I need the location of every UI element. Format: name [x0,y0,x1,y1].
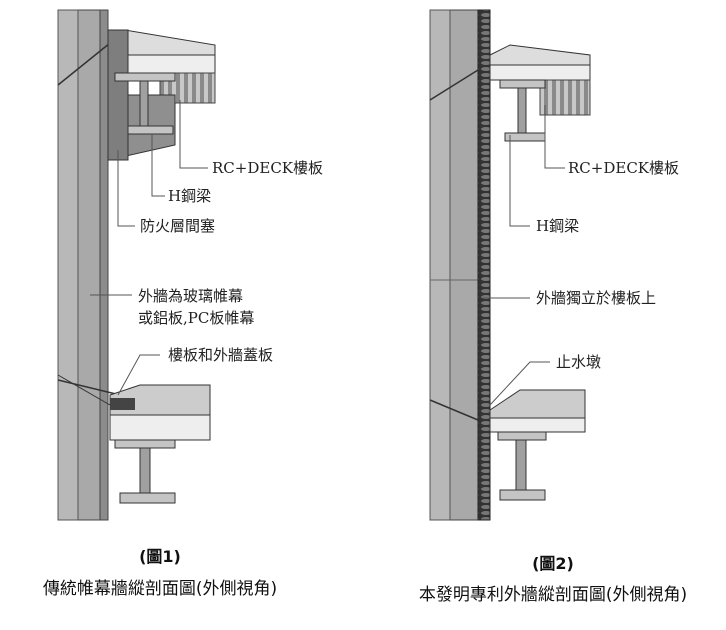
corrugated-layer [477,9,491,521]
bottom-h-beam-2 [497,431,547,501]
label-fire-stop: 防火層間塞 [140,217,215,235]
label-h-beam-2: H鋼梁 [536,217,579,235]
figure-2-number: (圖2) [532,554,574,573]
label-h-beam: H鋼梁 [168,187,211,205]
top-slab-2 [489,44,591,116]
label-water-curb: 止水墩 [556,353,601,371]
figure-2-drawing [429,9,591,521]
fire-stop [107,29,176,161]
label-slab-2: RC+DECK樓板 [568,159,679,177]
label-wall-line2: 或鋁板,PC板帷幕 [138,309,254,327]
label-slab: RC+DECK樓板 [212,159,323,177]
bottom-slab [109,384,211,441]
label-wall-line1: 外牆為玻璃帷幕 [138,287,243,305]
top-h-beam [114,72,176,135]
figure-1-caption: 傳統帷幕牆縱剖面圖(外側視角) [43,579,277,599]
figure-1-drawing [57,9,216,521]
bottom-slab-2 [489,389,586,433]
figure-1-number: (圖1) [139,547,181,566]
label-cover-plate: 樓板和外牆蓋板 [168,346,273,364]
top-h-beam-2 [499,79,546,142]
bottom-h-beam [114,439,176,504]
label-wall-independent: 外牆獨立於樓板上 [536,289,656,307]
figure-2-caption: 本發明專利外牆縱剖面圖(外側視角) [419,585,687,605]
